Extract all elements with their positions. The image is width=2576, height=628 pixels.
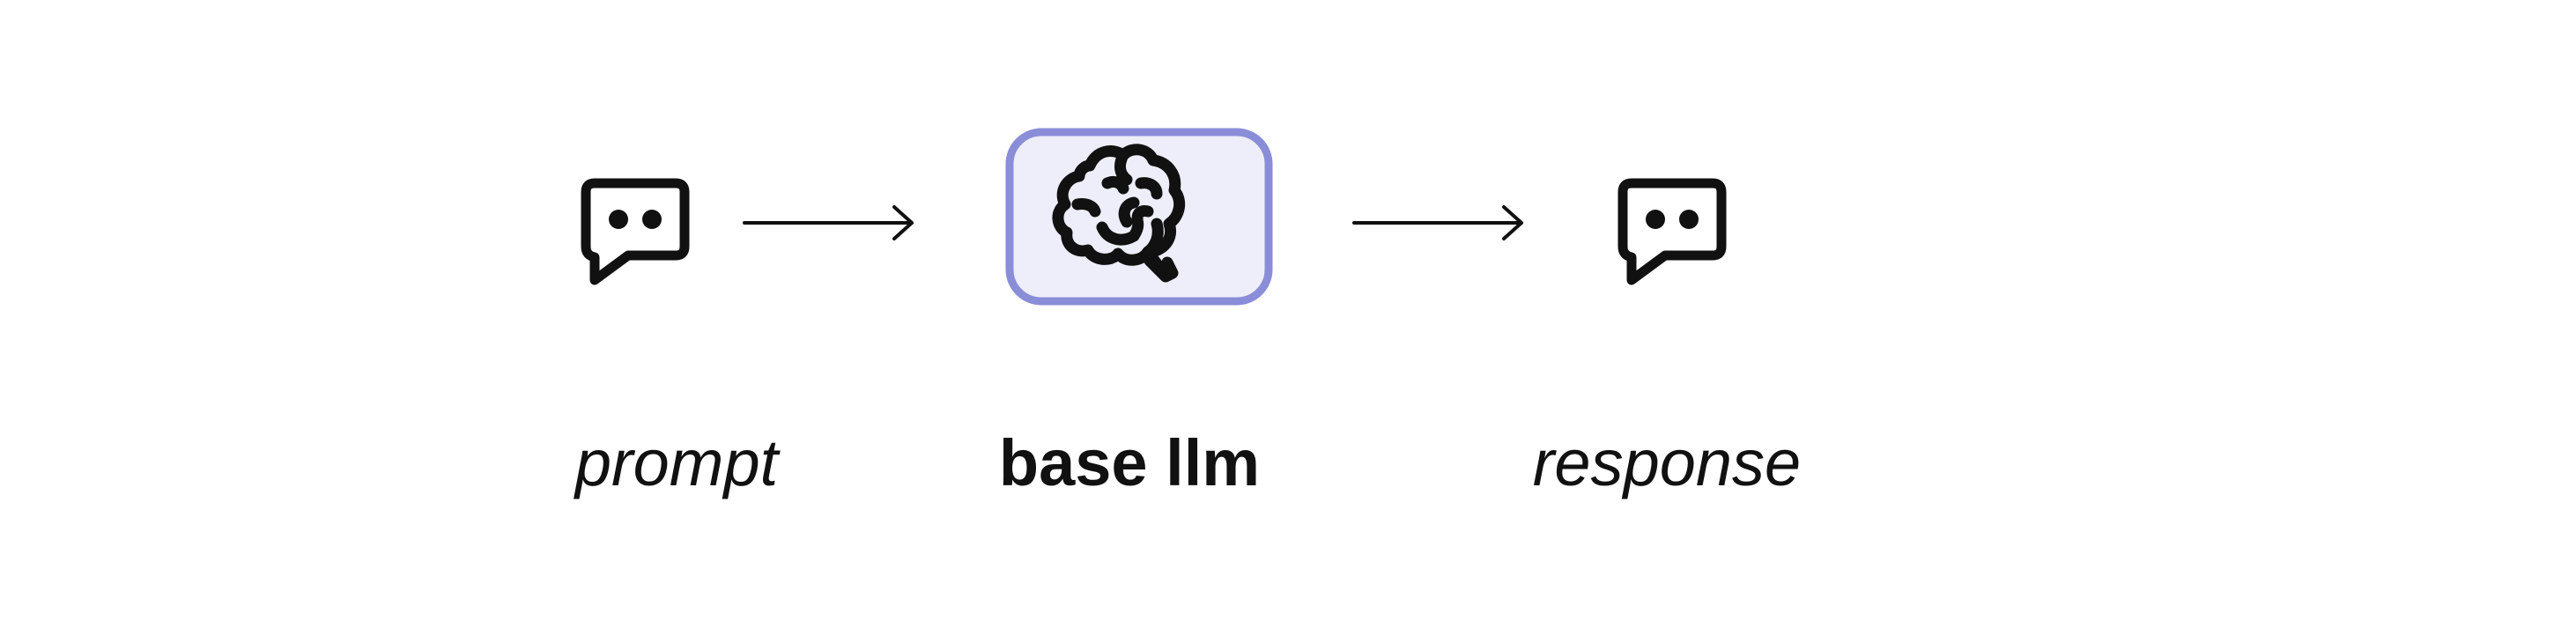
chat-bubble-icon (581, 178, 690, 285)
brain-icon (1052, 144, 1186, 283)
arrow-prompt-to-llm (743, 205, 914, 240)
node-label-prompt: prompt (574, 426, 779, 499)
node-label-response: response (1532, 426, 1802, 499)
node-label-base-llm: base llm (998, 426, 1261, 499)
chat-bubble-icon (1617, 178, 1727, 285)
arrow-llm-to-response (1352, 205, 1523, 240)
